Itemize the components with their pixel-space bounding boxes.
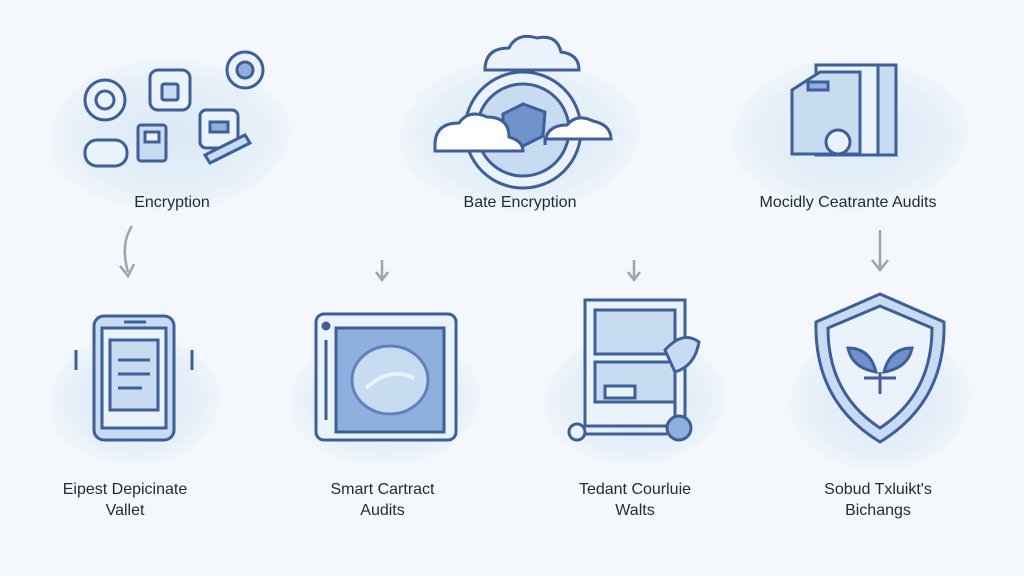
- document-folder-icon: [790, 63, 898, 157]
- phone-wallet-icon: [74, 314, 194, 442]
- shield-leaf-icon: [814, 292, 946, 444]
- arrow-encryption-to-wallet: [119, 225, 136, 279]
- step-label-vaults-line2: Walts: [615, 502, 655, 519]
- monitor-icon: [314, 312, 458, 442]
- arrow-to-vaults: [627, 260, 641, 283]
- node-audits-top: Mocidly Ceatrante Audits: [728, 50, 978, 220]
- step-label-audits-top: Mocidly Ceatrante Audits: [759, 194, 937, 211]
- node-base-encryption: Bate Encryption: [395, 30, 645, 220]
- step-label-wallet-line2: Vallet: [105, 502, 145, 519]
- step-label-shield-line2: Bichangs: [845, 502, 911, 519]
- node-wallet: Eipest Depicinate Vallet: [50, 300, 220, 530]
- step-label-smart-contract-line2: Audits: [360, 502, 405, 519]
- document-plant-icon: [567, 298, 701, 442]
- node-smart-contract: Smart Cartract Audits: [290, 300, 480, 530]
- step-label-smart-contract-line1: Smart Cartract: [330, 481, 435, 498]
- step-label-wallet-line1: Eipest Depicinate: [62, 481, 188, 498]
- node-shield: Sobud Txluikt's Bichangs: [790, 290, 970, 530]
- node-encryption: Encryption: [50, 50, 300, 220]
- step-label-base-encryption: Bate Encryption: [463, 194, 577, 211]
- step-label-encryption: Encryption: [134, 194, 210, 211]
- arrow-audits-to-shield: [871, 230, 889, 273]
- node-vaults: Tedant Courluie Walts: [545, 290, 725, 530]
- arrow-to-smart-contract: [375, 260, 389, 283]
- cloud-lock-icon: [433, 34, 613, 190]
- step-label-shield-line1: Sobud Txluikt's: [824, 481, 932, 498]
- devices-lock-icon: [83, 50, 265, 168]
- step-label-vaults-line1: Tedant Courluie: [578, 481, 692, 498]
